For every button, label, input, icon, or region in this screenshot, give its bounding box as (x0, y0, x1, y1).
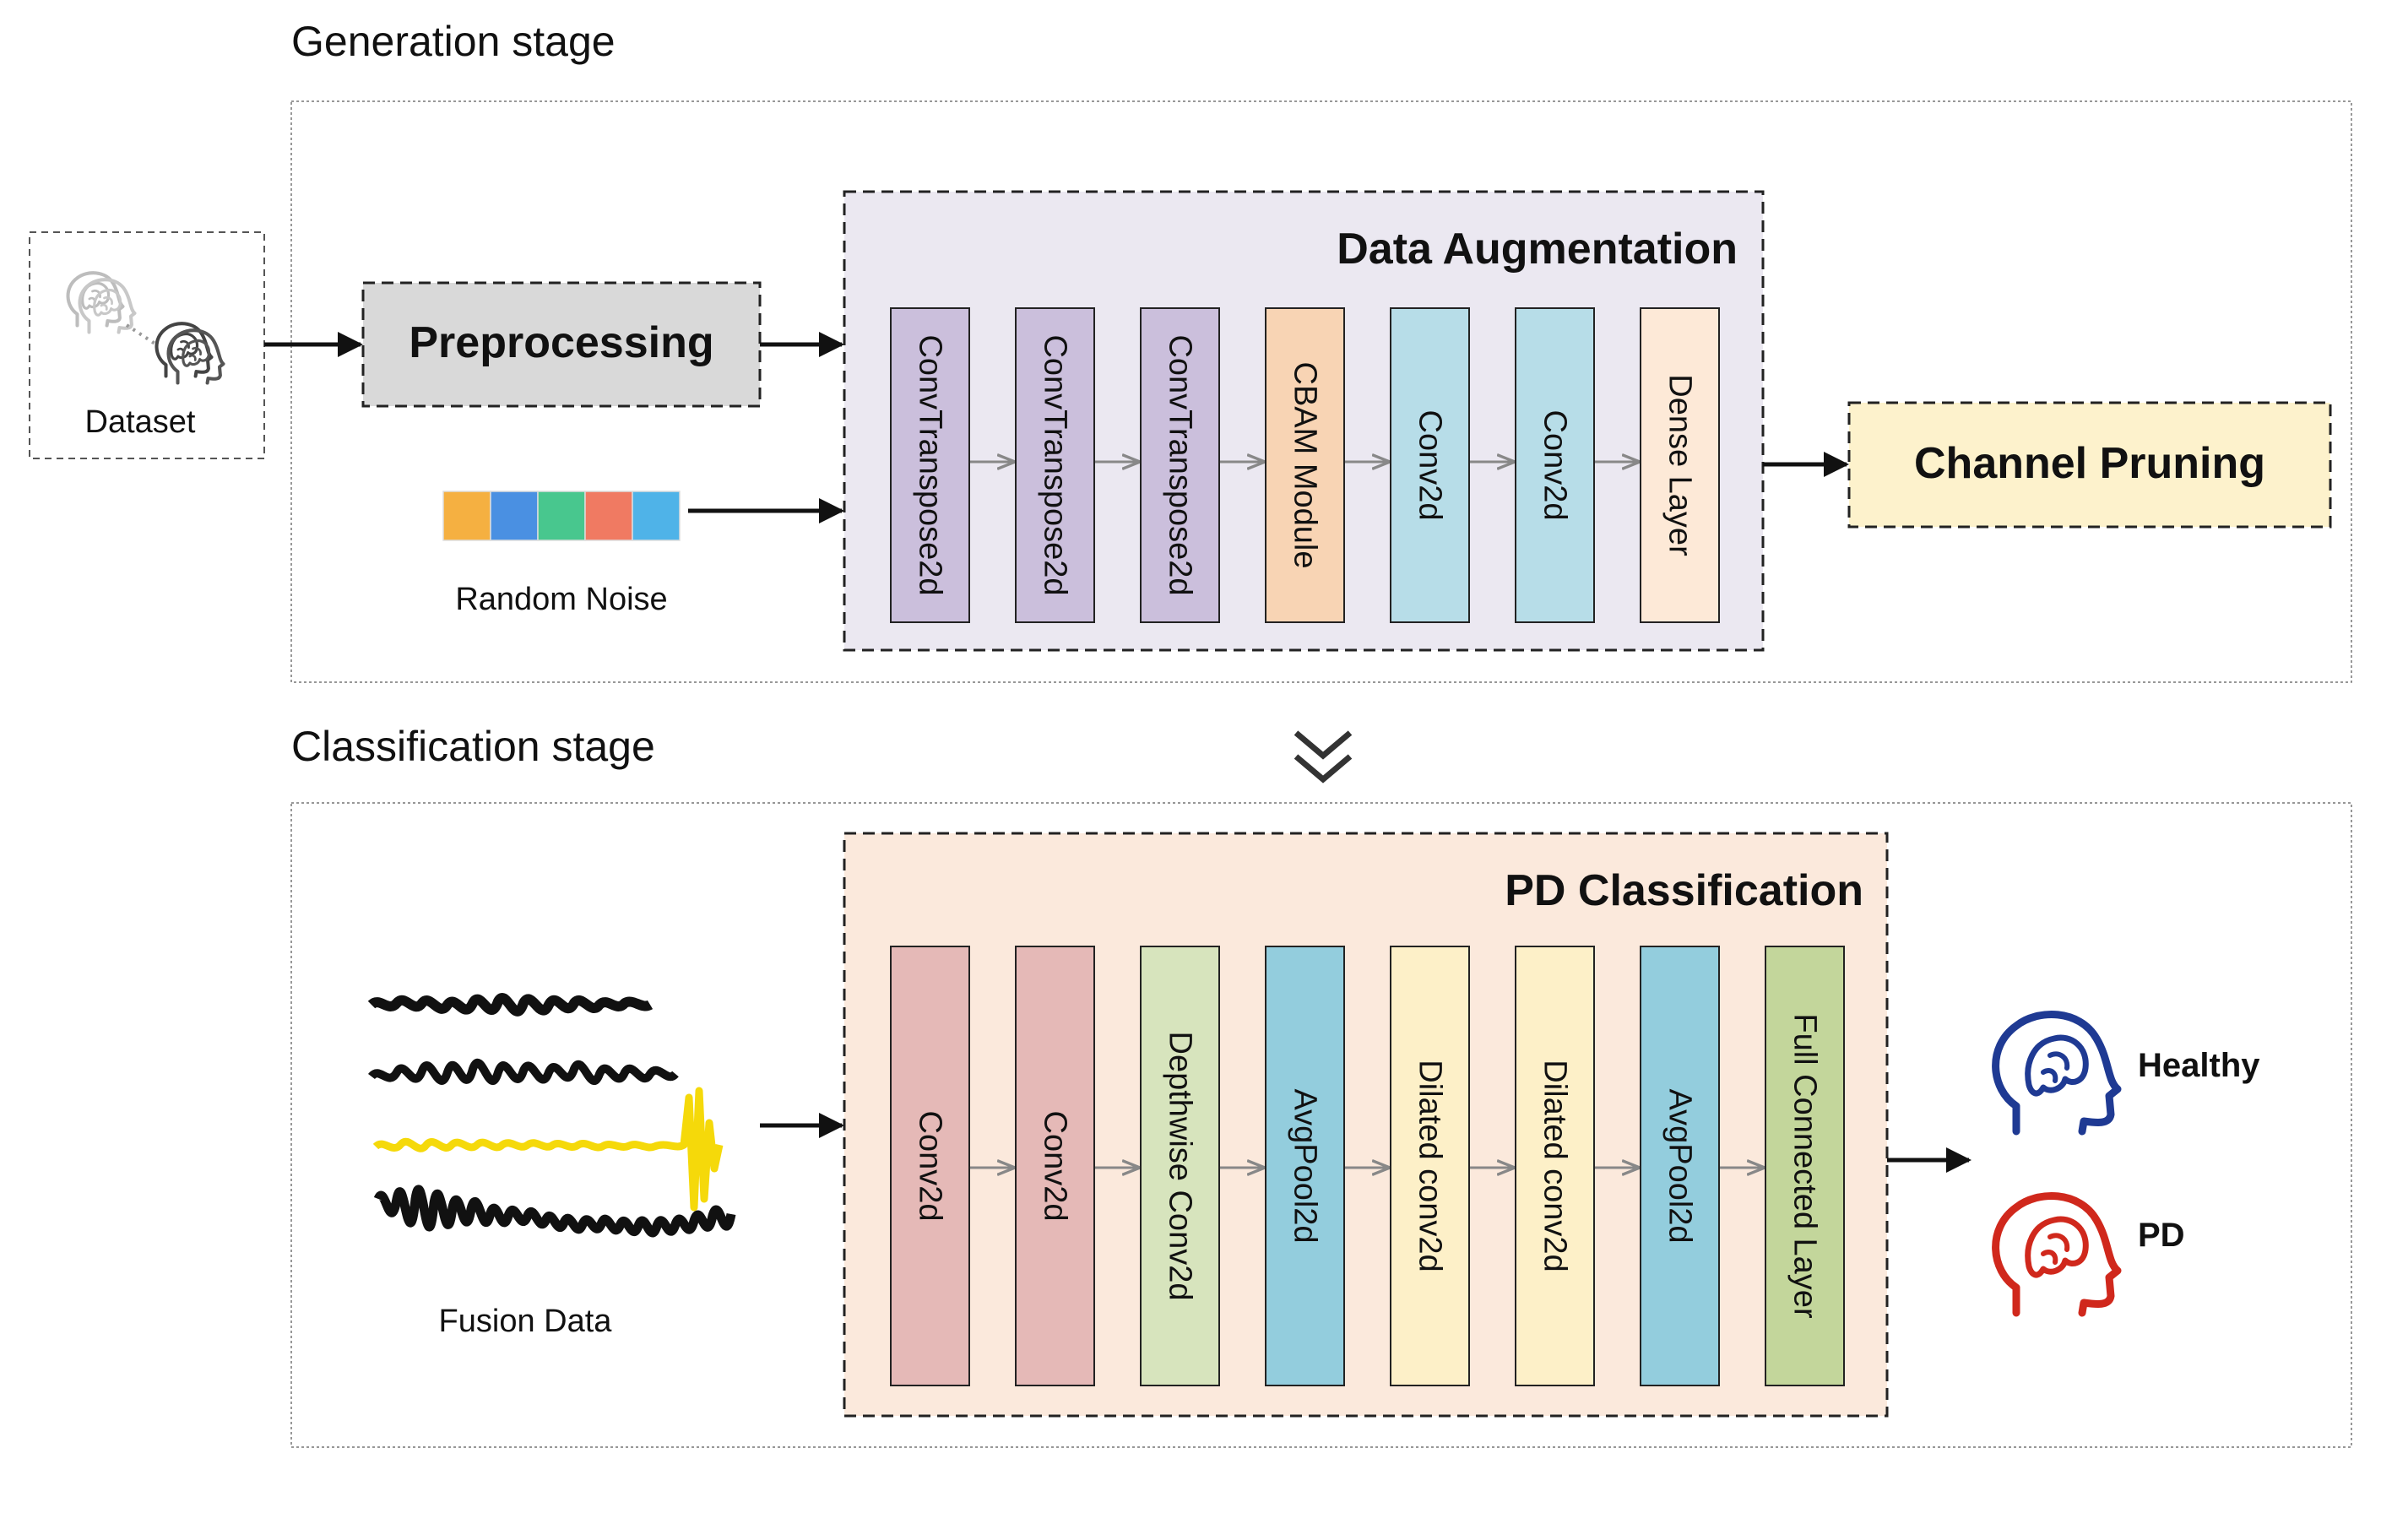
noise-cell (537, 491, 586, 541)
generation-stage-title: Generation stage (291, 18, 616, 65)
preprocessing-label: Preprocessing (409, 318, 713, 367)
pd-classification-title: PD Classification (1505, 866, 1863, 915)
layer-block (1390, 946, 1470, 1386)
layer-block (1390, 307, 1470, 623)
signal-trace-2 (368, 1058, 679, 1085)
layer-label: Dilated conv2d (1413, 1060, 1448, 1272)
layer-label: Full Connected Layer (1787, 1013, 1823, 1319)
classification-stage-frame (290, 802, 2352, 1448)
layer-label: Dilated conv2d (1538, 1060, 1573, 1272)
signal-trace-highlight (372, 1087, 724, 1212)
classification-layers: Conv2d Conv2d Depthwise Conv2d AvgPool2d Dil… (890, 946, 1845, 1386)
healthy-label: Healthy (2138, 1047, 2260, 1084)
layer-block (1640, 307, 1720, 623)
layer-block (1015, 307, 1095, 623)
layer-block (1265, 307, 1345, 623)
random-noise-bar (442, 491, 681, 541)
layer-label: ConvTranspose2d (913, 334, 948, 595)
layer-label: Conv2d (1038, 1111, 1073, 1222)
random-noise-label: Random Noise (455, 582, 667, 617)
layer-label: CBAM Module (1288, 362, 1323, 569)
layer-label: Conv2d (1538, 410, 1573, 521)
layer-label: Conv2d (913, 1111, 948, 1222)
pd-label: PD (2138, 1217, 2185, 1254)
layer-block (890, 946, 970, 1386)
layer-block (890, 307, 970, 623)
layer-label: Depthwise Conv2d (1163, 1032, 1198, 1301)
layer-block (1640, 946, 1720, 1386)
fusion-data-signals (367, 993, 736, 1238)
dataset-label: Dataset (85, 404, 196, 440)
layer-label: Conv2d (1413, 410, 1448, 521)
layer-label: AvgPool2d (1288, 1088, 1323, 1243)
generation-stage-frame (290, 100, 2352, 683)
augmentation-layers: ConvTranspose2d ConvTranspose2d ConvTransp… (890, 307, 1720, 623)
layer-block (1015, 946, 1095, 1386)
preprocessing-box (361, 281, 762, 408)
stage-transition-chevrons-icon (1294, 730, 1353, 784)
layer-block (1265, 946, 1345, 1386)
layer-label: AvgPool2d (1662, 1088, 1698, 1243)
layer-block (1140, 307, 1220, 623)
healthy-brain-icon (1996, 1014, 2118, 1131)
noise-cell (632, 491, 681, 541)
classification-stage-title: Classification stage (291, 723, 655, 770)
layer-block (1765, 946, 1845, 1386)
channel-pruning-label: Channel Pruning (1914, 439, 2265, 488)
fusion-data-label: Fusion Data (439, 1304, 613, 1339)
channel-pruning-box (1847, 401, 2332, 529)
noise-cell (490, 491, 539, 541)
pd-brain-icon (1996, 1196, 2118, 1313)
layer-label: ConvTranspose2d (1163, 334, 1198, 595)
noise-cell (442, 491, 491, 541)
layer-block (1515, 946, 1595, 1386)
signal-trace-1 (367, 993, 654, 1017)
dataset-heads-icon (68, 273, 224, 382)
layer-label: ConvTranspose2d (1038, 334, 1073, 595)
signal-trace-3 (373, 1185, 736, 1238)
layer-block (1515, 307, 1595, 623)
noise-cell (584, 491, 633, 541)
layer-label: Dense Layer (1662, 374, 1698, 556)
data-augmentation-title: Data Augmentation (1337, 225, 1738, 274)
layer-block (1140, 946, 1220, 1386)
pd-classification-box (843, 832, 1889, 1418)
